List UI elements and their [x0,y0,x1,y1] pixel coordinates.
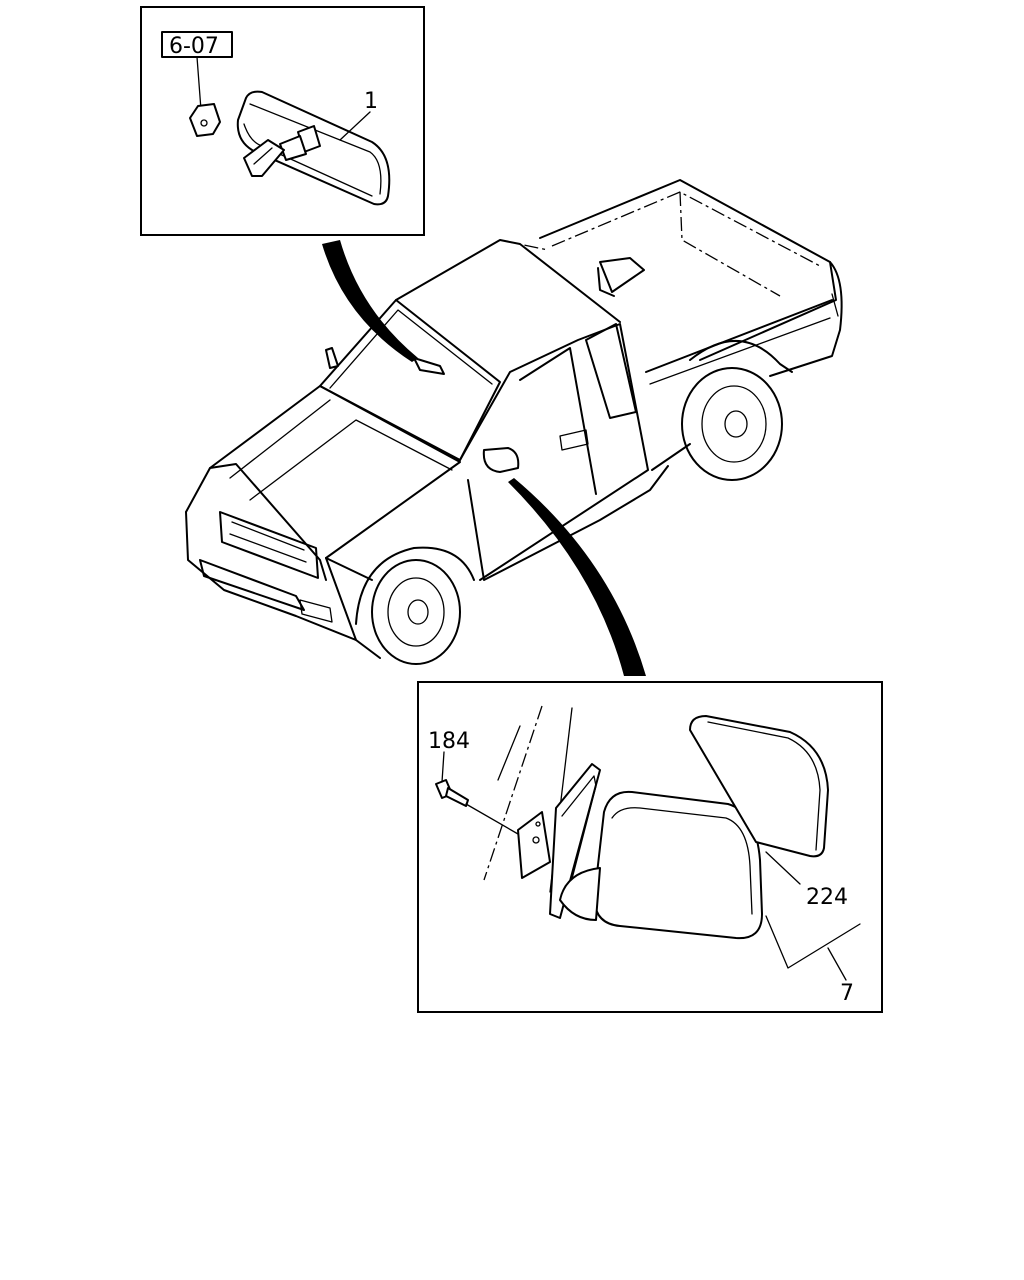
section-ref-leader [196,56,202,111]
bed-object [599,257,645,293]
callout-184-label[interactable]: 184 [428,729,470,754]
connector-outside-mirror [508,478,646,676]
connector-inside-mirror [322,240,418,362]
mirror-glass [689,715,829,858]
outside-mirror-detail-box: 184 224 7 [417,681,883,1013]
grille [219,511,319,579]
front-wheel [355,546,475,665]
outside-mirror-location [482,447,520,473]
callout-224-label[interactable]: 224 [806,885,848,910]
callout-1-label[interactable]: 1 [364,89,378,114]
callout-184-leader [441,751,445,783]
mirror-mount-pad [189,103,221,137]
fog-lamp [299,599,333,623]
inside-mirror [236,90,391,206]
section-ref-label[interactable]: 6-07 [169,34,219,59]
callout-1-leader [339,111,371,141]
door-handle [559,429,589,451]
inside-mirror-location [413,357,445,375]
outside-mirror-housing [559,790,763,940]
windshield [319,299,501,461]
front-bumper [199,559,305,611]
rear-quarter-window [585,323,637,419]
callout-7-label[interactable]: 7 [840,981,854,1006]
callout-224-leader [765,851,801,885]
callout-7-bracket [765,915,861,969]
mirror-base-gasket [549,763,601,919]
bolt-leader [465,803,519,835]
pickup-truck [185,179,843,665]
antenna [325,347,339,369]
callout-7-leader [827,947,847,981]
inside-mirror-detail-box: 6-07 1 [140,6,425,236]
door-mount-plate [517,811,551,879]
rear-wheel [681,367,783,481]
